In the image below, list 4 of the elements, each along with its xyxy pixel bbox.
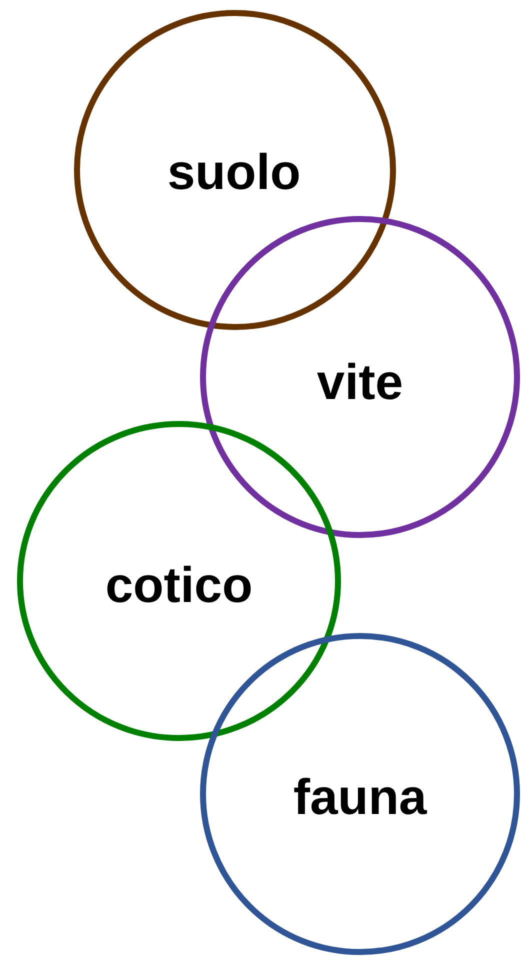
node-label: suolo <box>167 143 301 201</box>
node-label: cotico <box>105 556 253 614</box>
node-label: vite <box>316 353 404 411</box>
node-label: fauna <box>293 768 427 826</box>
